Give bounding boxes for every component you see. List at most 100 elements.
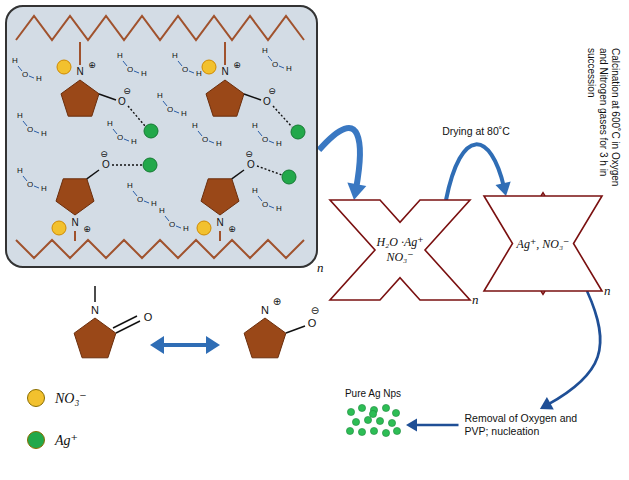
water-atom: H: [157, 92, 163, 100]
charge-sign: ⊕: [83, 225, 91, 234]
atom-label: N: [71, 218, 78, 228]
chain-bond: [219, 231, 221, 241]
flow-arrow: [446, 144, 511, 200]
nitrate-ion: [52, 221, 66, 235]
resonance-arrow: [150, 336, 220, 354]
cross-label: Ag⁺, NO₃⁻: [517, 236, 570, 251]
silver-ion: [291, 125, 305, 139]
water-bond: [133, 191, 137, 196]
legend-swatch: [27, 389, 45, 407]
water-atom: H: [141, 70, 147, 78]
water-atom: O: [272, 61, 278, 69]
cross-label: H₂O ·Ag⁺ NO₃⁻: [368, 235, 432, 265]
silver-nanoparticles: [343, 402, 403, 438]
chain-bond: [75, 42, 225, 241]
silver-nanoparticle: [392, 409, 399, 416]
silver-nanoparticle: [376, 417, 383, 424]
silver-nanoparticle: [382, 404, 389, 411]
water-atom: O: [127, 66, 133, 74]
polymer-cross: H₂O ·Ag⁺ NO₃⁻n: [330, 200, 470, 300]
silver-nanoparticle: [370, 427, 377, 434]
process-step: Removal of Oxygen and PVP; nucleation: [463, 412, 582, 438]
water-atom: H: [252, 187, 258, 195]
water-atom: H: [41, 130, 47, 138]
legend-text: Ag⁺: [55, 432, 78, 449]
co-bond: [244, 94, 261, 100]
water-atom: H: [192, 122, 198, 130]
arrow-line: [319, 128, 360, 189]
silver-ion: [143, 124, 305, 184]
legend-row: Ag⁺: [27, 428, 87, 452]
water-atom: O: [169, 221, 175, 229]
panel-ground: [5, 5, 318, 268]
pvp-chain: [16, 16, 304, 40]
silver-nanoparticle: [382, 429, 389, 436]
pyrrolidone-ring: [74, 318, 116, 358]
silver-nanoparticle: [346, 427, 353, 434]
water-bond: [34, 131, 39, 133]
water-bond: [18, 56, 284, 228]
water-atom: H: [107, 120, 113, 128]
water-atom: O: [182, 66, 188, 74]
atom-label: O: [247, 160, 255, 170]
pyrrolidone-ring: [61, 80, 99, 116]
repeat-unit-n: n: [317, 261, 324, 274]
charge-sign: ⊖: [311, 306, 319, 316]
nitrate-ion: [197, 221, 211, 235]
arrow-head: [540, 397, 554, 410]
co-bond: [113, 316, 137, 328]
water-atom: H: [151, 200, 157, 208]
water-atom: H: [196, 70, 202, 78]
process-step: Drying at 80˚C: [440, 125, 512, 138]
atom-label: O: [118, 97, 126, 107]
co-bond: [116, 321, 140, 333]
water-atom: H: [181, 110, 187, 118]
repeat-unit-n: n: [472, 293, 479, 306]
water-bond: [165, 216, 169, 221]
atom-label: N: [261, 305, 269, 316]
atom-label: O: [308, 318, 317, 329]
water-bond: [269, 206, 274, 208]
solution-panel: n: [5, 5, 318, 268]
silver-nanoparticle: [369, 410, 376, 417]
water-bond: [268, 56, 272, 61]
water-atom: O: [137, 196, 143, 204]
water-atom: H: [127, 182, 133, 190]
water-bond: [18, 66, 22, 71]
charge-sign: ⊖: [100, 150, 108, 159]
pyrrolidone-ring: [206, 80, 244, 116]
coordination-bond: [112, 164, 142, 165]
water-bond: [189, 71, 194, 73]
process-note: Calcination at 600˚C in Oxygen and Nitro…: [585, 48, 621, 188]
arrow-head: [347, 183, 366, 201]
water-atom: H: [41, 185, 47, 193]
water-bond: [34, 186, 39, 188]
water-atom: H: [172, 52, 178, 60]
silver-nanoparticle: [358, 404, 365, 411]
co-bond: [94, 286, 96, 302]
water-bond: [123, 61, 127, 66]
water-bond: [269, 141, 274, 143]
water-atom: H: [286, 65, 292, 73]
water-atom: H: [117, 52, 123, 60]
water-bond: [258, 196, 262, 201]
resonance-arrow: [150, 336, 164, 354]
coordination-bond: [128, 106, 145, 126]
water-atom: O: [202, 136, 208, 144]
pyrrolidone-ring: [201, 179, 239, 215]
silver-ion: [282, 170, 296, 184]
water-atom: H: [276, 140, 282, 148]
atom-label: N: [216, 218, 223, 228]
water-atom: H: [276, 205, 282, 213]
chain-bond: [224, 42, 226, 65]
charge-sign: ⊖: [245, 150, 253, 159]
charge-sign: ⊕: [88, 61, 96, 70]
water-atom: H: [183, 225, 189, 233]
coordination-bond: [112, 106, 292, 175]
flow-arrow: [319, 128, 366, 200]
atom-label: O: [102, 160, 110, 170]
water-bond: [134, 71, 139, 73]
silver-ion: [144, 124, 158, 138]
legend-row: NO₃⁻: [27, 386, 87, 410]
water-atom: O: [262, 136, 268, 144]
